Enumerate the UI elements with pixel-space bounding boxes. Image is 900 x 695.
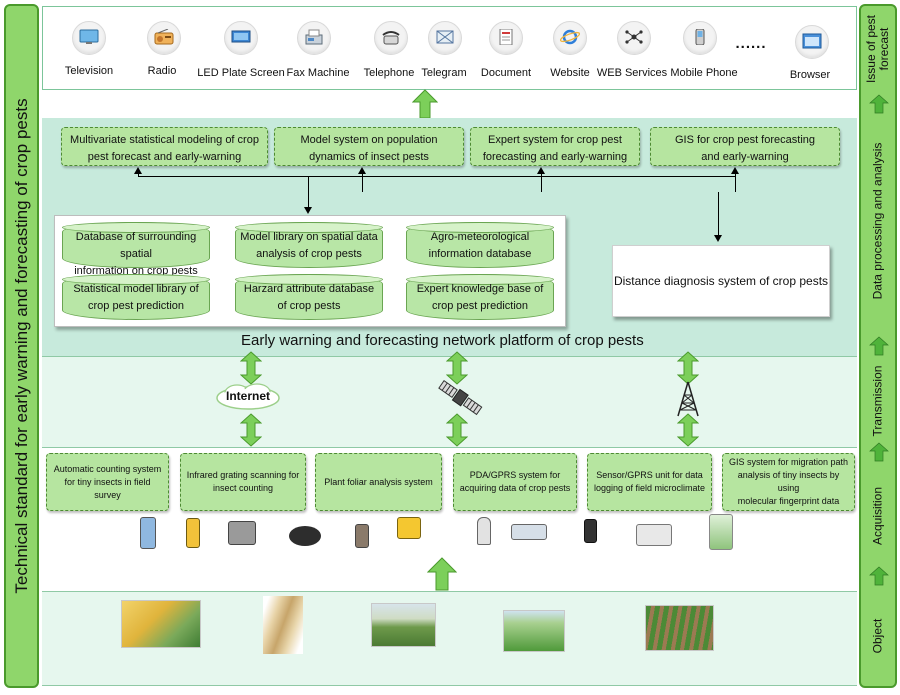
connector-line [718, 192, 719, 235]
mobile-phone-icon [683, 21, 717, 55]
transmission-band [42, 356, 857, 448]
bidirectional-arrow-icon [677, 351, 699, 385]
connector-line [138, 176, 735, 177]
left-title-text: Technical standard for early warning and… [11, 98, 31, 594]
stage-up-arrow-icon [869, 94, 889, 114]
crop-wheat-photo [263, 596, 303, 654]
stage-up-arrow-icon [869, 336, 889, 356]
bidirectional-arrow-icon [240, 351, 262, 385]
crop-corn-photo [121, 600, 201, 648]
website-icon [553, 21, 587, 55]
stage-transmission: Transmission [870, 365, 885, 437]
stage-up-arrow-icon [869, 442, 889, 462]
telephone-icon [374, 21, 408, 55]
platform-title: Early warning and forecasting network pl… [241, 332, 644, 349]
issue-label-radio: Radio [147, 65, 177, 77]
stage-issue: Issue of pest forecast [864, 14, 891, 84]
document-icon [489, 21, 523, 55]
arrowhead-icon [304, 207, 312, 214]
sensor-yellow-icon [397, 517, 421, 539]
arrowhead-icon [731, 167, 739, 174]
bidirectional-arrow-icon [446, 351, 468, 385]
probe-device-icon [355, 524, 369, 548]
handheld-trap-icon [186, 518, 200, 548]
arrowhead-icon [714, 235, 722, 242]
radio-tower-icon [677, 381, 699, 417]
mobile-device-icon [584, 519, 597, 543]
stage-object: Object [870, 618, 885, 654]
bidirectional-arrow-icon [677, 413, 699, 447]
crop-rows-photo [645, 605, 714, 651]
cloud-icon [216, 383, 280, 410]
radio-icon [147, 21, 181, 55]
bidirectional-arrow-icon [240, 413, 262, 447]
gis-field-icon [709, 514, 733, 550]
issue-label-web-services: WEB Services [596, 67, 668, 79]
telegram-icon [428, 21, 462, 55]
fax-machine-icon [297, 21, 331, 55]
pda-holder-icon [477, 517, 491, 545]
issue-label-mobile-phone: Mobile Phone [670, 67, 738, 79]
camera-device-icon [289, 526, 321, 546]
logger-device-icon [636, 524, 672, 546]
satellite-icon [438, 380, 483, 416]
issue-band: Television Radio LED Plate Screen Fax Ma… [42, 6, 857, 90]
connector-line [138, 173, 139, 177]
browser-icon [795, 25, 829, 59]
counter-device-icon [140, 517, 156, 549]
issue-label-browser: Browser [789, 69, 831, 81]
connector-line [541, 173, 542, 192]
arrowhead-icon [358, 167, 366, 174]
model-box-multivariate: Multivariate statistical modeling of cro… [61, 127, 268, 166]
scanner-case-icon [228, 521, 256, 545]
stage-up-arrow-icon [869, 566, 889, 586]
web-services-icon [617, 21, 651, 55]
issue-label-television: Television [64, 65, 114, 77]
television-icon [72, 21, 106, 55]
left-title-bar: Technical standard for early warning and… [4, 4, 39, 688]
up-arrow-icon [412, 89, 438, 119]
connector-line [308, 177, 309, 207]
arrowhead-icon [134, 167, 142, 174]
pda-device-icon [511, 524, 547, 540]
issue-ellipsis: ...... [735, 35, 767, 52]
bidirectional-arrow-icon [446, 413, 468, 447]
issue-label-telephone: Telephone [363, 67, 415, 79]
up-arrow-icon [427, 557, 457, 591]
rice-field-photo [503, 610, 565, 652]
connector-line [362, 173, 363, 192]
issue-label-document: Document [480, 67, 532, 79]
issue-label-telegram: Telegram [421, 67, 467, 79]
issue-label-led-screen: LED Plate Screen [197, 67, 285, 79]
led-screen-icon [224, 21, 258, 55]
stage-processing: Data processing and analysis [870, 142, 885, 300]
distance-diagnosis-box: Distance diagnosis system of crop pests [612, 245, 830, 317]
acq-box-plant-foliar: Plant foliar analysis system [315, 453, 442, 511]
right-stage-bar: Issue of pest forecast Data processing a… [859, 4, 897, 688]
stage-acquisition: Acquisition [870, 486, 885, 545]
arrowhead-icon [537, 167, 545, 174]
internet-cloud: Internet [215, 383, 281, 411]
internet-label: Internet [225, 389, 270, 403]
connector-line [735, 173, 736, 192]
field-workers-photo [371, 603, 436, 647]
issue-label-fax: Fax Machine [286, 67, 350, 79]
issue-label-website: Website [550, 67, 590, 79]
